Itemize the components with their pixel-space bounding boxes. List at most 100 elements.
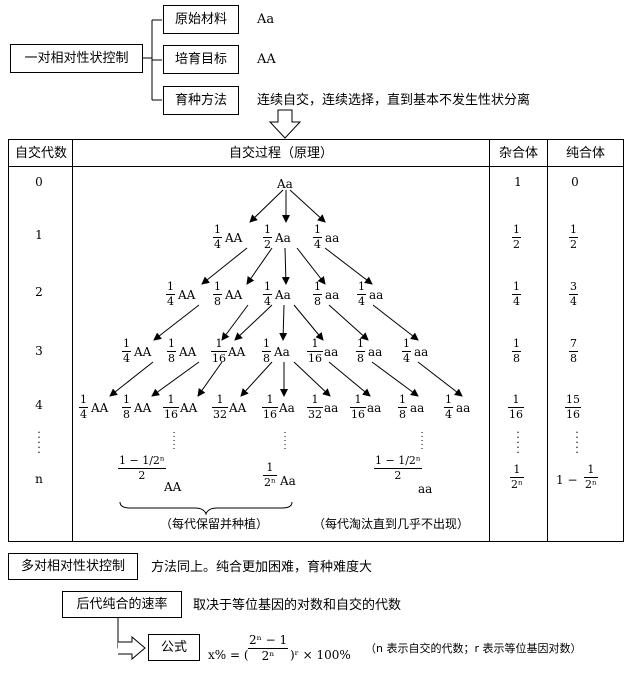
homo-ellipsis: ····· xyxy=(575,426,579,459)
top-bracket xyxy=(143,19,162,101)
tree-arrow xyxy=(153,304,200,341)
tree-arrow xyxy=(289,189,326,223)
single-trait-control-label: 一对相对性状控制 xyxy=(24,51,129,66)
breeding-goal-value: AA xyxy=(257,52,276,67)
tree-arrow xyxy=(324,247,373,285)
formula-box: 公式 xyxy=(148,634,200,661)
bottom-arrow xyxy=(118,635,146,661)
breeding-method-box: 育种方法 xyxy=(163,86,239,115)
tree-arrow xyxy=(221,304,249,341)
nrow-left-genotype: AA xyxy=(164,480,182,494)
tree-arrow xyxy=(372,304,419,341)
tree-arrow xyxy=(234,304,273,341)
tree-arrow xyxy=(417,361,463,397)
tree-row3-genotype-2: AA xyxy=(228,345,246,359)
original-material-box: 原始材料 xyxy=(163,5,239,34)
tree-arrows xyxy=(109,189,463,452)
tree-arrow xyxy=(109,361,154,397)
generation-3: 3 xyxy=(35,344,43,358)
generation-ellipsis: ····· xyxy=(37,426,41,459)
generation-1: 1 xyxy=(35,228,43,242)
tree-row2-genotype-1: AA xyxy=(225,288,243,302)
tree-row2-genotype-4: aa xyxy=(369,288,384,302)
tree-row4-genotype-2: AA xyxy=(180,401,198,415)
tree-arrow xyxy=(201,247,248,285)
generation-2: 2 xyxy=(35,285,43,299)
tree-row4-genotype-0: AA xyxy=(91,401,109,415)
tree-row3-genotype-5: aa xyxy=(368,345,383,359)
generation-n: n xyxy=(35,472,43,486)
original-material-value: Aa xyxy=(257,12,275,27)
header-generation: 自交代数 xyxy=(14,146,67,161)
multi-trait-text: 方法同上。纯合更加困难，育种难度大 xyxy=(151,560,373,575)
breeding-method-value: 连续自交，连续选择，直到基本不发生性状分离 xyxy=(257,93,531,108)
tree-row4-genotype-1: AA xyxy=(134,401,152,415)
header-heterozygote: 杂合体 xyxy=(498,146,538,161)
multi-trait-control-label: 多对相对性状控制 xyxy=(20,559,125,574)
rate-text: 取决于等位基因的对数和自交的代数 xyxy=(193,598,402,613)
tree-row3-genotype-6: aa xyxy=(414,345,429,359)
formula-note: （n 表示自交的代数；r 表示等位基因对数） xyxy=(365,642,582,655)
tree-row4-genotype-5: aa xyxy=(324,401,339,415)
tree-arrow xyxy=(293,304,324,341)
tree-row3-genotype-4: aa xyxy=(324,345,339,359)
breeding-goal-label: 培育目标 xyxy=(174,52,227,67)
tree-arrow xyxy=(293,361,331,397)
breeding-method-label: 育种方法 xyxy=(174,93,227,108)
tree-arrow xyxy=(151,361,200,397)
homo-g0: 0 xyxy=(571,175,579,189)
brace xyxy=(119,501,293,516)
rate-box: 后代纯合的速率 xyxy=(62,591,182,618)
tree-row2-genotype-2: Aa xyxy=(275,288,291,302)
original-material-label: 原始材料 xyxy=(174,12,227,27)
formula-lhs: x% = ( xyxy=(208,648,249,662)
tree-arrow xyxy=(246,247,273,285)
nrow-mid-genotype: Aa xyxy=(280,474,296,488)
tree-arrow xyxy=(197,361,223,397)
hetero-ellipsis: ····· xyxy=(516,426,520,459)
tree-arrow xyxy=(249,189,284,223)
generation-0: 0 xyxy=(35,175,43,189)
tree-row4-genotype-7: aa xyxy=(410,401,425,415)
tree-root: Aa xyxy=(277,177,293,191)
tree-arrow xyxy=(328,361,371,397)
tree-arrow xyxy=(371,361,419,397)
tree-row4-genotype-4: Aa xyxy=(279,401,295,415)
nrow-right-genotype: aa xyxy=(418,482,433,496)
header-homozygote: 纯合体 xyxy=(565,146,605,161)
tree-row3-genotype-3: Aa xyxy=(274,345,290,359)
note-eliminate: （每代淘汰直到几乎不出现） xyxy=(313,517,470,531)
tree-row1-genotype-1: Aa xyxy=(275,231,291,245)
tree-arrow xyxy=(279,304,288,341)
tree-row3-genotype-0: AA xyxy=(134,345,152,359)
